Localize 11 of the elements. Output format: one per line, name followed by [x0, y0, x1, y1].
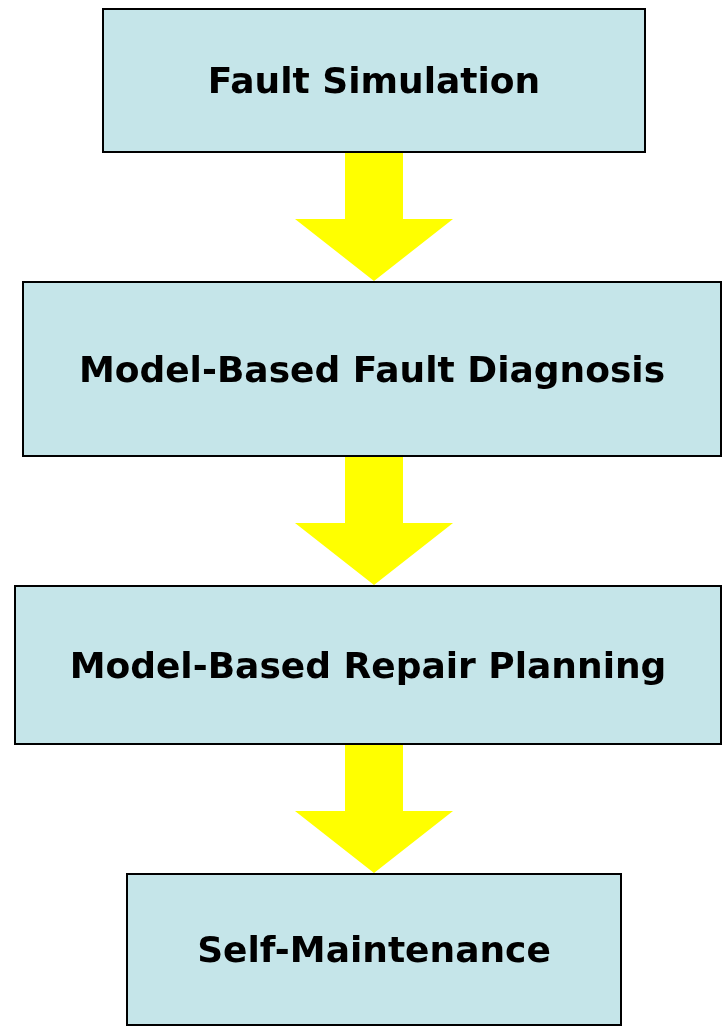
box-label: Fault Simulation	[207, 60, 541, 101]
process-box	[14, 585, 722, 745]
block-arrow	[295, 745, 453, 873]
process-box	[126, 873, 622, 1026]
box-label: Model-Based Repair Planning	[69, 644, 667, 686]
block-arrow	[295, 457, 453, 585]
box-label: Self-Maintenance	[197, 929, 551, 970]
process-box	[102, 8, 646, 153]
box-label: Model-Based Fault Diagnosis	[78, 348, 666, 390]
block-arrow	[295, 153, 453, 281]
process-box	[22, 281, 722, 457]
